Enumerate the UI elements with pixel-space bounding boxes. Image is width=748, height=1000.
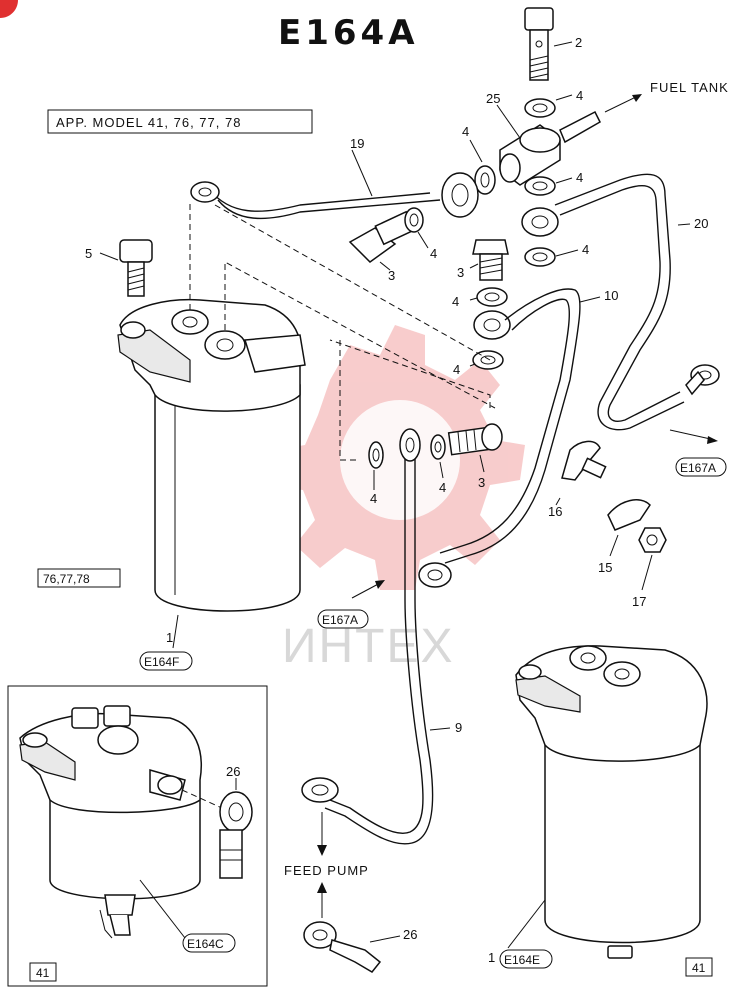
part-number-9: 9 <box>455 720 462 735</box>
banjo-fitting-25 <box>499 110 601 186</box>
washer <box>524 98 556 118</box>
part-number-15: 15 <box>598 560 612 575</box>
model-41-label-right: 41 <box>692 961 706 975</box>
part-number-26a: 26 <box>226 764 240 779</box>
part-number-4f: 4 <box>453 362 460 377</box>
part-number-2: 2 <box>575 35 582 50</box>
part-number-17: 17 <box>632 594 646 609</box>
part-number-4c: 4 <box>576 170 583 185</box>
feed-pump-label: FEED PUMP <box>284 863 369 878</box>
diagram-title: E164A <box>278 13 419 53</box>
watermark-gear-icon <box>238 325 525 590</box>
part-number-4d: 4 <box>430 246 437 261</box>
fuel-tank-label: FUEL TANK <box>650 80 729 95</box>
part-number-1a: 1 <box>166 630 173 645</box>
fuel-filter-e164c <box>19 705 202 939</box>
part-number-4b: 4 <box>462 124 469 139</box>
part-number-20: 20 <box>694 216 708 231</box>
part-number-19: 19 <box>350 136 364 151</box>
part-number-16: 16 <box>548 504 562 519</box>
part-number-3a: 3 <box>388 268 395 283</box>
bolt-5 <box>119 239 153 297</box>
part-number-26b: 26 <box>403 927 417 942</box>
watermark-text: ИНТЕХ <box>282 620 455 673</box>
part-number-5: 5 <box>85 246 92 261</box>
ref-e164e: E164E <box>504 953 540 967</box>
models-label-76-77-78: 76,77,78 <box>43 572 90 586</box>
ref-e167a-right: E167A <box>680 461 716 475</box>
part-number-3c: 3 <box>478 475 485 490</box>
banjo-bolt-3-middle <box>447 423 503 456</box>
part-number-4i: 4 <box>439 480 446 495</box>
nut-17 <box>638 527 667 553</box>
model-41-label-inset: 41 <box>36 966 50 980</box>
clamp-15 <box>607 499 651 531</box>
part-number-1b: 1 <box>488 950 495 965</box>
banjo-bolt-3-right <box>472 239 509 281</box>
clamp-16 <box>561 440 607 481</box>
fuel-pipe-10 <box>444 288 581 564</box>
app-model-label: APP. MODEL 41, 76, 77, 78 <box>56 115 241 130</box>
fuel-filter-e164e <box>515 645 708 959</box>
fuel-pipe-20 <box>554 173 681 422</box>
part-number-10: 10 <box>604 288 618 303</box>
app-model-box <box>47 109 313 134</box>
ref-e167a-middle: E167A <box>322 613 358 627</box>
banjo-fitting-26-inset <box>219 791 253 879</box>
bolt-2 <box>524 7 554 81</box>
banjo-fitting-26-bottom <box>303 921 382 973</box>
part-number-3b: 3 <box>457 265 464 280</box>
part-number-25: 25 <box>486 91 500 106</box>
part-number-4a: 4 <box>576 88 583 103</box>
fuel-pipe-9 <box>329 450 424 834</box>
part-number-4e: 4 <box>452 294 459 309</box>
ref-e164c: E164C <box>187 937 224 951</box>
model-41-inset <box>7 685 268 987</box>
part-number-4h: 4 <box>370 491 377 506</box>
fuel-filter-e164f <box>117 298 306 612</box>
part-number-4g: 4 <box>582 242 589 257</box>
ref-e164f: E164F <box>144 655 179 669</box>
fuel-pipe-19 <box>209 189 431 212</box>
corner-mark-icon <box>0 0 18 18</box>
